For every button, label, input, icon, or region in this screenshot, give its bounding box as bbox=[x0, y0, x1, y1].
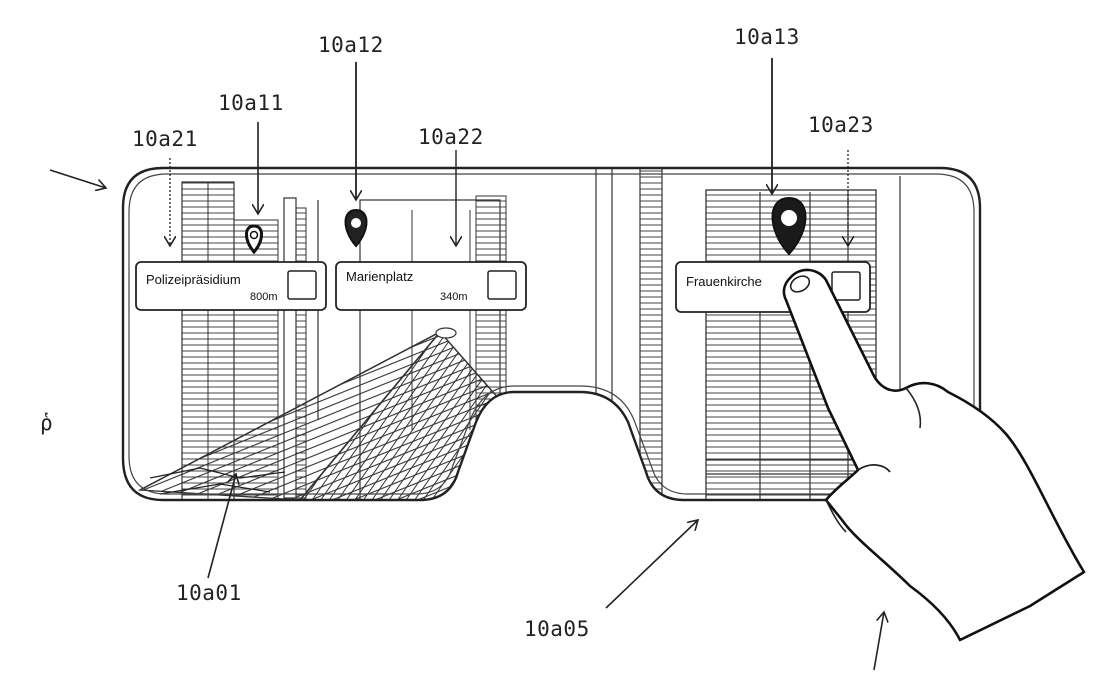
ref-10a22: 10a22 bbox=[418, 125, 484, 149]
ref-10a23: 10a23 bbox=[808, 113, 874, 137]
poi-card-marienplatz[interactable]: Marienplatz 340m bbox=[335, 261, 527, 311]
poi-checkbox[interactable] bbox=[831, 271, 861, 301]
location-pin-icon[interactable] bbox=[344, 208, 368, 248]
reference-labels: 10a21 10a11 10a12 10a22 10a13 10a23 10a0… bbox=[40, 25, 874, 641]
user-hand bbox=[782, 268, 1086, 642]
leader-arrow bbox=[49, 169, 106, 188]
poi-checkbox[interactable] bbox=[487, 270, 517, 300]
ref-10a13: 10a13 bbox=[734, 25, 800, 49]
poi-distance: 340m bbox=[440, 291, 468, 303]
ref-10a21: 10a21 bbox=[132, 127, 198, 151]
bridge-column bbox=[595, 168, 663, 500]
poi-card-frauenkirche[interactable]: Frauenkirche bbox=[675, 261, 871, 313]
poi-distance: 800m bbox=[250, 291, 278, 303]
ref-10a11: 10a11 bbox=[218, 91, 284, 115]
poi-title: Polizeipräsidium bbox=[146, 272, 241, 287]
location-pin-icon[interactable] bbox=[771, 196, 807, 256]
leader-arrow bbox=[207, 474, 236, 579]
leader-lines bbox=[49, 58, 884, 671]
edge-glyph: ῥ bbox=[40, 411, 53, 435]
ref-10a05: 10a05 bbox=[524, 617, 590, 641]
ref-10a01: 10a01 bbox=[176, 581, 242, 605]
poi-checkbox[interactable] bbox=[287, 270, 317, 300]
poi-title: Marienplatz bbox=[346, 269, 413, 284]
ref-10a12: 10a12 bbox=[318, 33, 384, 57]
leader-arrow bbox=[873, 612, 884, 671]
pyramid-roof bbox=[137, 327, 501, 500]
location-pin-icon[interactable] bbox=[245, 224, 263, 255]
leader-arrow bbox=[605, 520, 698, 609]
poi-title: Frauenkirche bbox=[686, 274, 762, 289]
poi-card-polizeiprasidium[interactable]: Polizeipräsidium 800m bbox=[135, 261, 327, 311]
